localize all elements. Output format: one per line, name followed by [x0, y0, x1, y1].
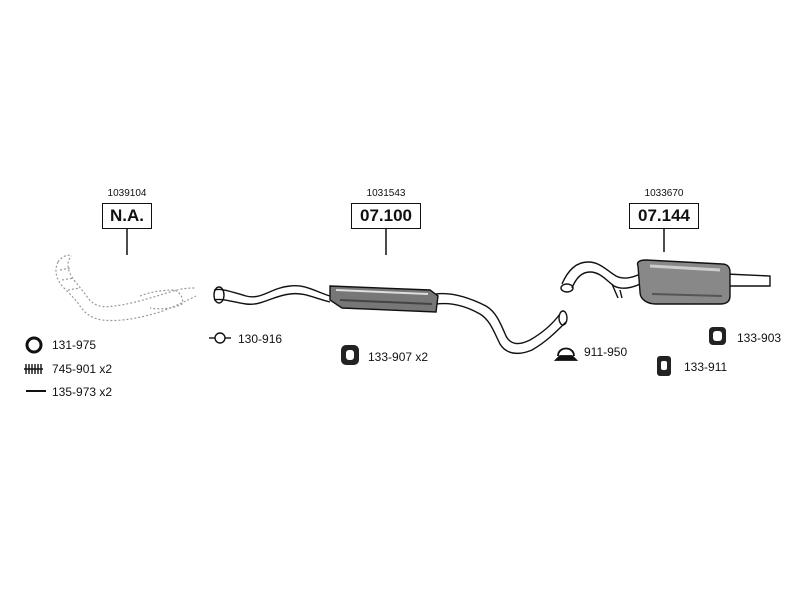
part-label-gasket: 130-916: [238, 332, 283, 346]
hanger-rear-top-icon: [709, 327, 726, 345]
rear-pipe: [560, 261, 771, 299]
part-label-ring: 131-975: [52, 338, 97, 352]
part-code-box-rear: 07.144: [629, 203, 699, 229]
hanger-mid-icon: [341, 345, 359, 365]
part-label-bolt: 135-973 x2: [52, 385, 113, 399]
part-label-spring: 745-901 x2: [52, 362, 113, 376]
part-label-clamp: 911-950: [584, 345, 628, 359]
middle-silencer: [329, 285, 439, 313]
part-code-box-middle: 07.100: [351, 203, 421, 229]
part-label-hanger-rear-top: 133-903: [737, 331, 782, 345]
ref-number-rear: 1033670: [644, 188, 684, 199]
part-label-hanger-mid: 133-907 x2: [368, 350, 429, 364]
clamp-icon: [553, 347, 579, 361]
centre-pipe-with-silencer: [213, 284, 568, 355]
part-code-box-front: N.A.: [102, 203, 152, 229]
rear-silencer: [636, 259, 731, 305]
spring-icon: [24, 364, 43, 374]
ring-icon: [25, 336, 43, 354]
gasket-icon: [209, 332, 231, 344]
part-label-hanger-rear-bottom: 133-911: [684, 360, 728, 374]
ref-number-middle: 1031543: [366, 188, 406, 199]
front-pipe-outline: [55, 254, 197, 322]
hanger-rear-bottom-icon: [657, 356, 671, 376]
ref-number-front: 1039104: [107, 188, 147, 199]
